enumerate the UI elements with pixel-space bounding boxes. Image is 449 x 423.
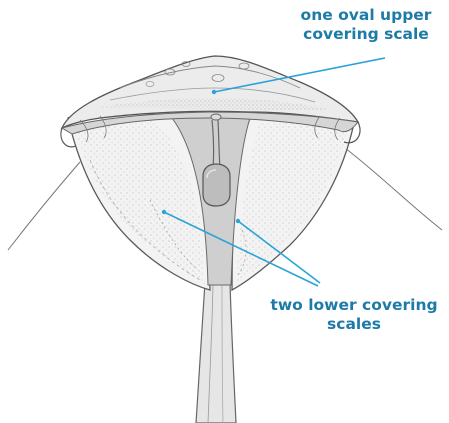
lower-leader-dot-left: [162, 210, 166, 214]
stalk: [196, 282, 236, 423]
lower-leader-dot-right: [236, 219, 240, 223]
right-filament: [345, 148, 442, 230]
lower-scales-label: two lower covering scales: [259, 296, 449, 334]
upper-leader-dot: [212, 90, 216, 94]
left-filament: [8, 162, 80, 250]
upper-scale-label: one oval upper covering scale: [283, 6, 449, 44]
